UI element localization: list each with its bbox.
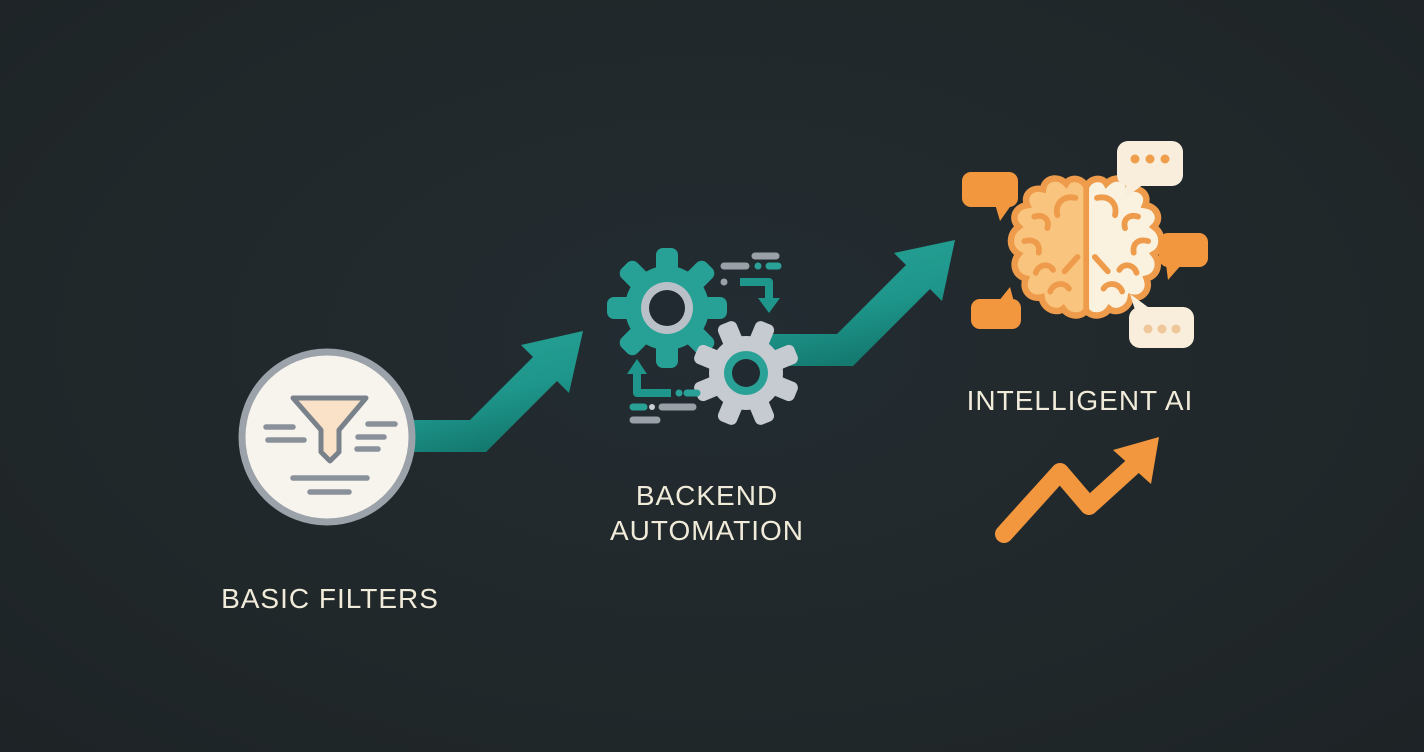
data-flow-down-group: [720, 252, 782, 313]
typing-dot: [1143, 324, 1153, 334]
stage-label-backend-line2: AUTOMATION: [609, 515, 805, 546]
arrow-down-icon: [740, 278, 773, 300]
chat-bubble-orange-bottom-left: [971, 287, 1021, 329]
chat-bubbles: [962, 141, 1208, 348]
brain-ai-icon: [1011, 178, 1161, 315]
stage-label-basic-filters: BASIC FILTERS: [221, 583, 439, 614]
filter-badge: [238, 348, 416, 526]
growth-connector-arrow-1: [408, 331, 583, 452]
data-flow-up-group: [627, 359, 701, 424]
typing-dot: [1157, 324, 1167, 334]
arrow-up-head: [627, 359, 647, 374]
growth-connector-arrow-2: [760, 240, 955, 366]
funnel-icon: [290, 395, 369, 464]
code-dot: [754, 262, 762, 270]
brain-folds: [1021, 194, 1151, 295]
chat-bubble-typing-top: [1117, 141, 1183, 200]
typing-dot: [1160, 154, 1170, 164]
arrow-up-icon: [633, 374, 671, 397]
arrow-down-head: [758, 298, 780, 313]
chat-bubble-orange-right: [1159, 233, 1208, 280]
gray-gear-icon: [694, 321, 798, 425]
typing-dot: [1145, 154, 1155, 164]
funnel-speed-lines: [263, 421, 398, 495]
stage-label-backend-line1: BACKEND: [635, 480, 779, 511]
typing-dot: [1171, 324, 1181, 334]
typing-dot: [1130, 154, 1140, 164]
teal-gear-icon: [607, 248, 727, 368]
stage-label-intelligent-ai: INTELLIGENT AI: [966, 385, 1194, 416]
chat-bubble-orange-left: [962, 172, 1018, 221]
stage-label-backend-automation: BACKEND AUTOMATION: [557, 478, 857, 548]
chat-bubble-typing-bottom: [1129, 294, 1194, 348]
gears-automation-icon: [607, 248, 798, 425]
growth-trend-arrow-icon: [995, 437, 1159, 543]
code-dot: [720, 278, 728, 286]
code-dot: [675, 389, 683, 397]
code-dot: [649, 404, 655, 410]
